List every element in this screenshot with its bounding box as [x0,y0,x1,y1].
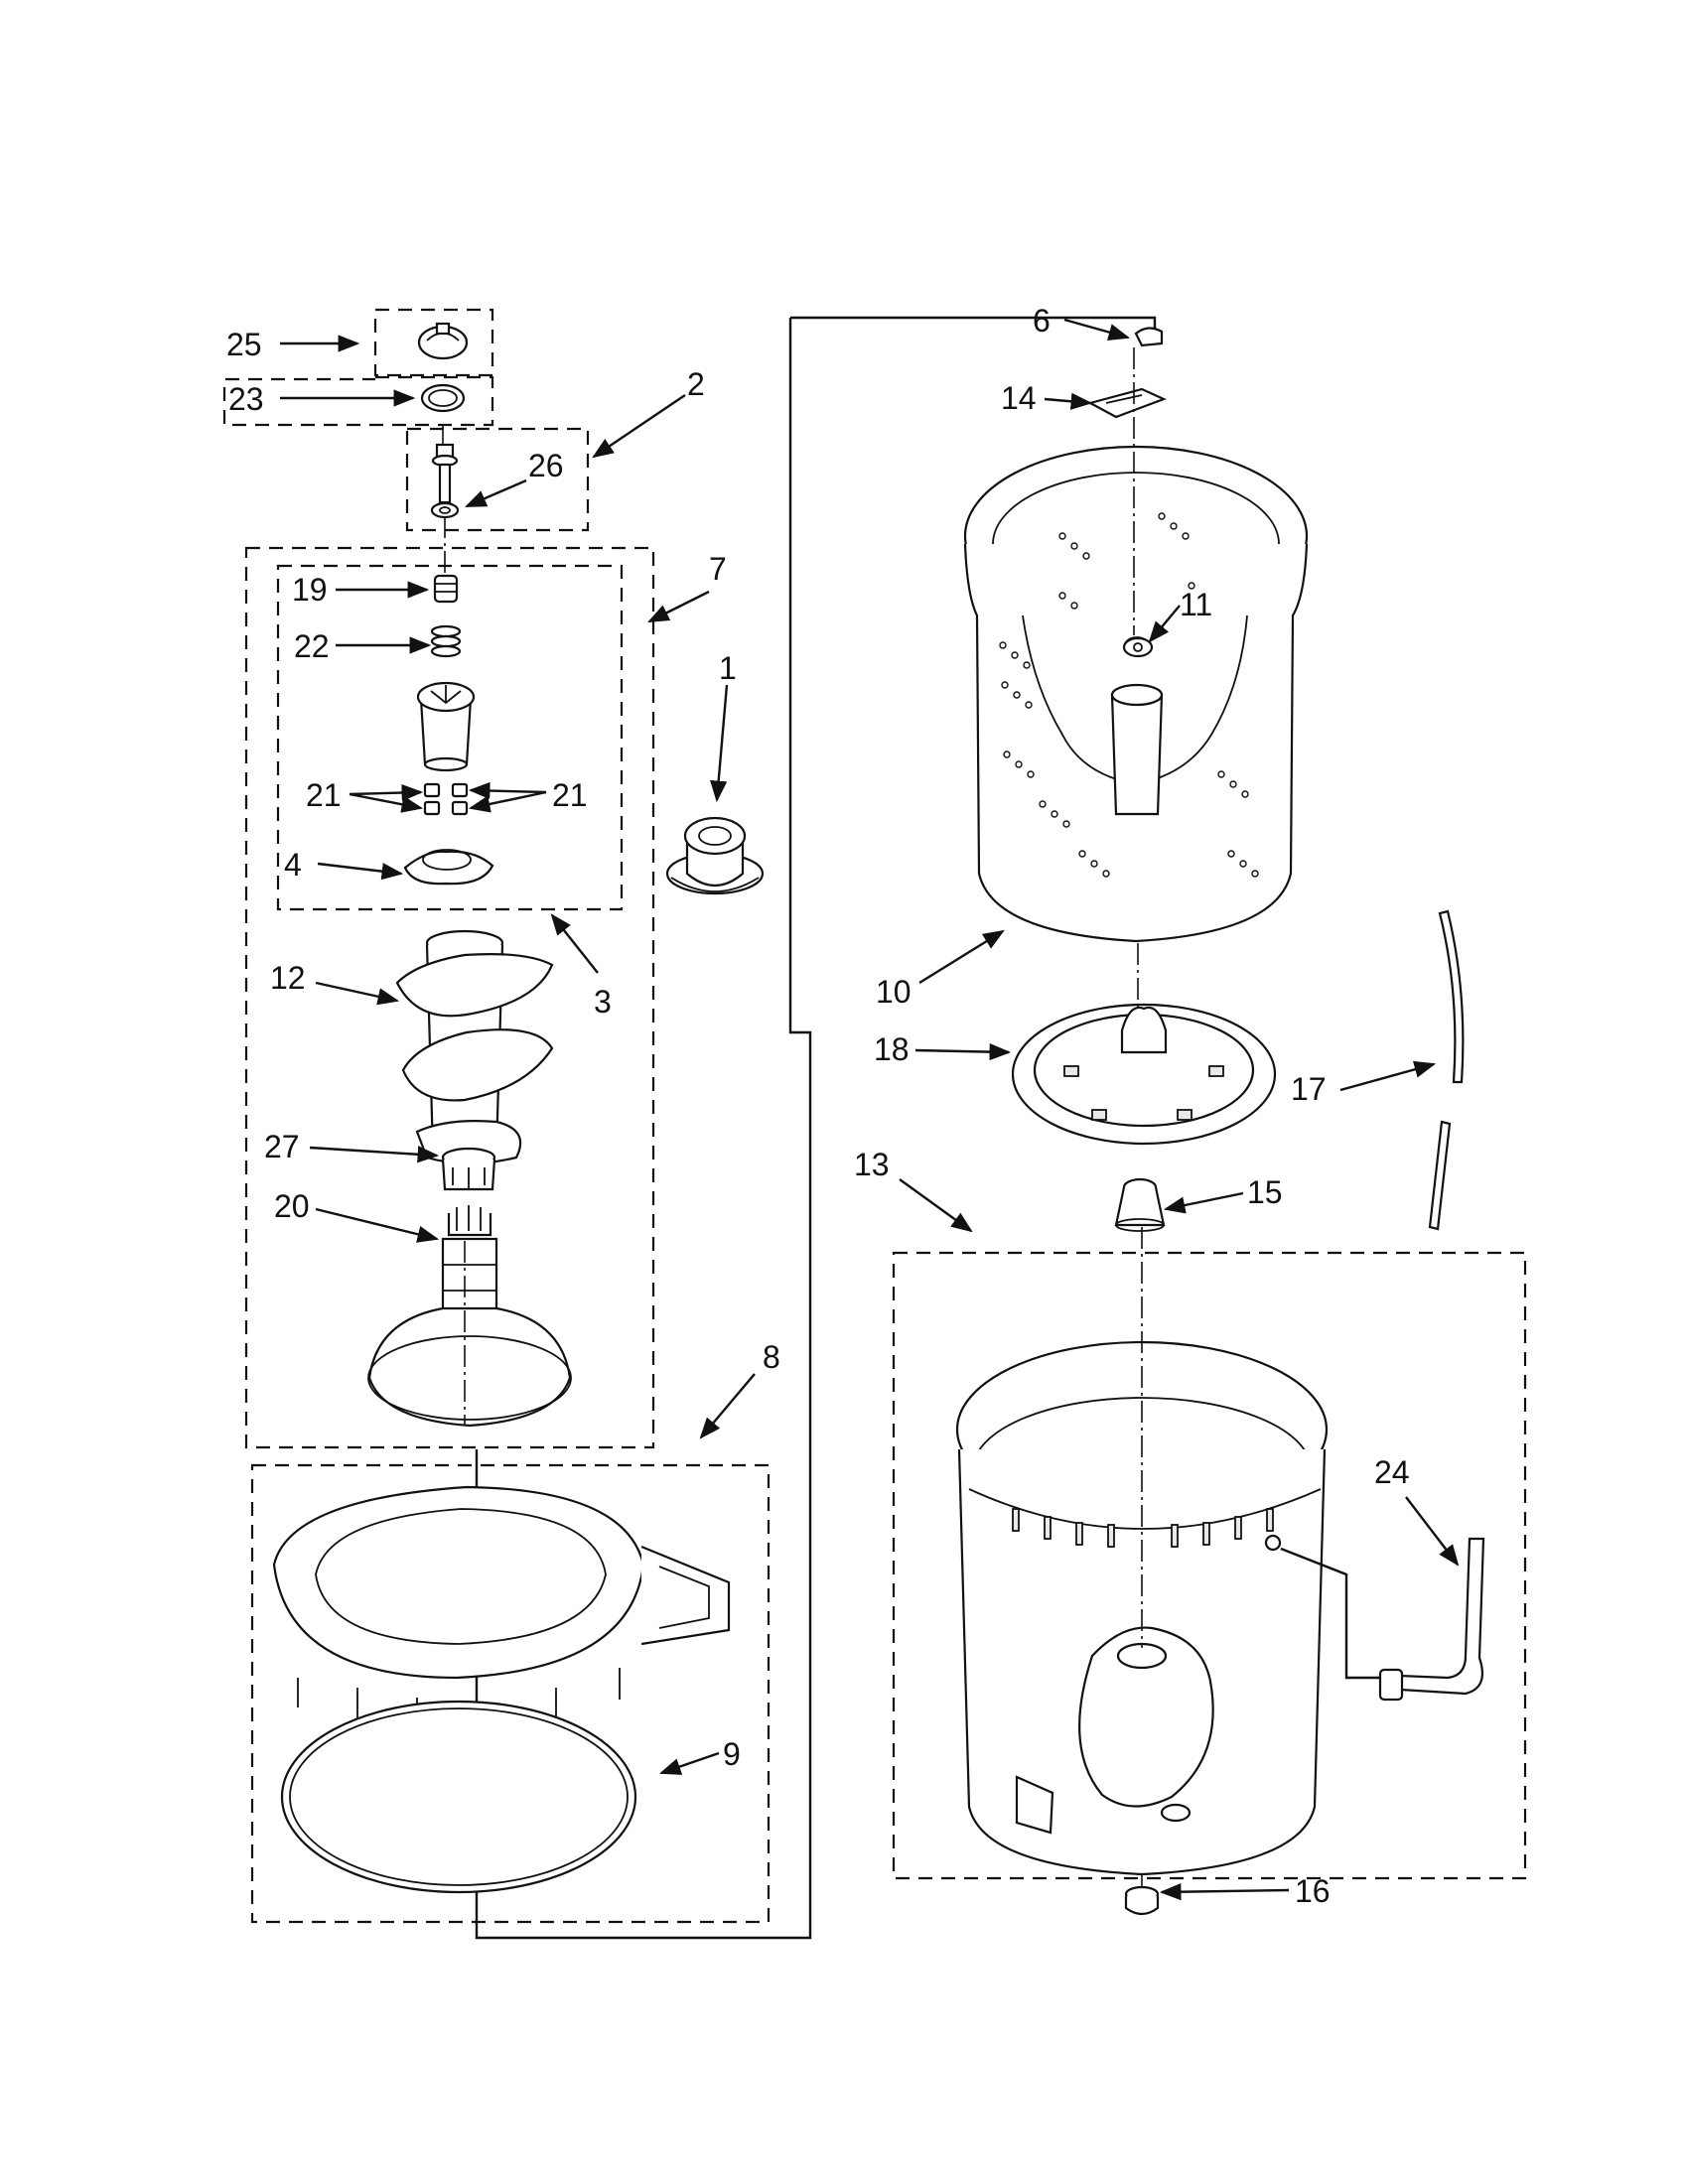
callout-11: 11 [1180,587,1212,622]
box-part-7 [244,546,655,1449]
box-part-3 [276,564,624,911]
part-6-clip [1134,327,1164,347]
box-part-25 [373,308,494,377]
part-16-plug [1124,1885,1160,1916]
callout-8: 8 [763,1339,780,1375]
callout-9: 9 [723,1736,741,1772]
callout-14: 14 [1001,380,1037,416]
part-23-ring [420,383,466,413]
callout-25: 25 [226,327,262,362]
part-10-basket [963,445,1309,943]
part-25-cap [417,322,469,360]
callout-22: 22 [294,628,330,664]
part-11-nut [1122,636,1154,658]
group-boxes [222,308,1527,1924]
part-22-spring [430,624,462,658]
callout-16: 16 [1295,1873,1331,1909]
callout-leaders [280,318,1460,1901]
part-4-plate [403,849,494,886]
part-20-agitator-base [367,1205,572,1428]
part-14-bracket [1087,387,1167,419]
box-part-13 [892,1251,1527,1880]
callout-24: 24 [1374,1454,1410,1490]
callout-10: 10 [876,974,912,1010]
agitator-cam [416,681,476,772]
box-part-23 [222,375,494,427]
callout-17: 17 [1291,1071,1327,1107]
part-17-hose [1428,909,1465,1231]
box-part-2 [405,427,590,532]
part-8-ring [272,1485,731,1727]
callout-1: 1 [719,650,737,686]
callout-23: 23 [228,381,264,417]
part-27-adapter [441,1147,496,1191]
callout-6: 6 [1033,303,1051,339]
callout-20: 20 [274,1188,310,1224]
callout-27: 27 [264,1129,300,1164]
part-26-bolt [430,443,460,519]
callout-21-right: 21 [552,777,588,813]
part-19-cap [433,574,459,604]
box-part-8 [250,1463,771,1924]
part-21-dogs [423,782,469,816]
callout-12: 12 [270,960,306,996]
basket-perforations [999,512,1259,878]
callout-13: 13 [854,1147,890,1182]
part-9-seal [280,1700,637,1894]
callout-labels: 25 23 2 26 19 7 22 1 21 21 4 3 12 27 20 … [226,303,1410,1909]
callout-19: 19 [292,572,328,608]
part-18-spinner [1011,1003,1277,1146]
callout-3: 3 [594,984,612,1020]
callout-2: 2 [687,366,705,402]
callout-21-left: 21 [306,777,342,813]
callout-18: 18 [874,1031,910,1067]
part-12-auger [395,929,554,1165]
callout-7: 7 [709,551,727,587]
part-15-coupling [1114,1177,1166,1232]
part-13-tub [955,1340,1380,1876]
tub-slots [1012,1508,1274,1548]
callout-15: 15 [1247,1174,1283,1210]
callout-26: 26 [528,448,564,483]
centerlines [442,347,1143,1888]
callout-4: 4 [284,847,302,883]
part-1-bearing [665,816,765,895]
part-24-drain-hose [1378,1537,1485,1702]
